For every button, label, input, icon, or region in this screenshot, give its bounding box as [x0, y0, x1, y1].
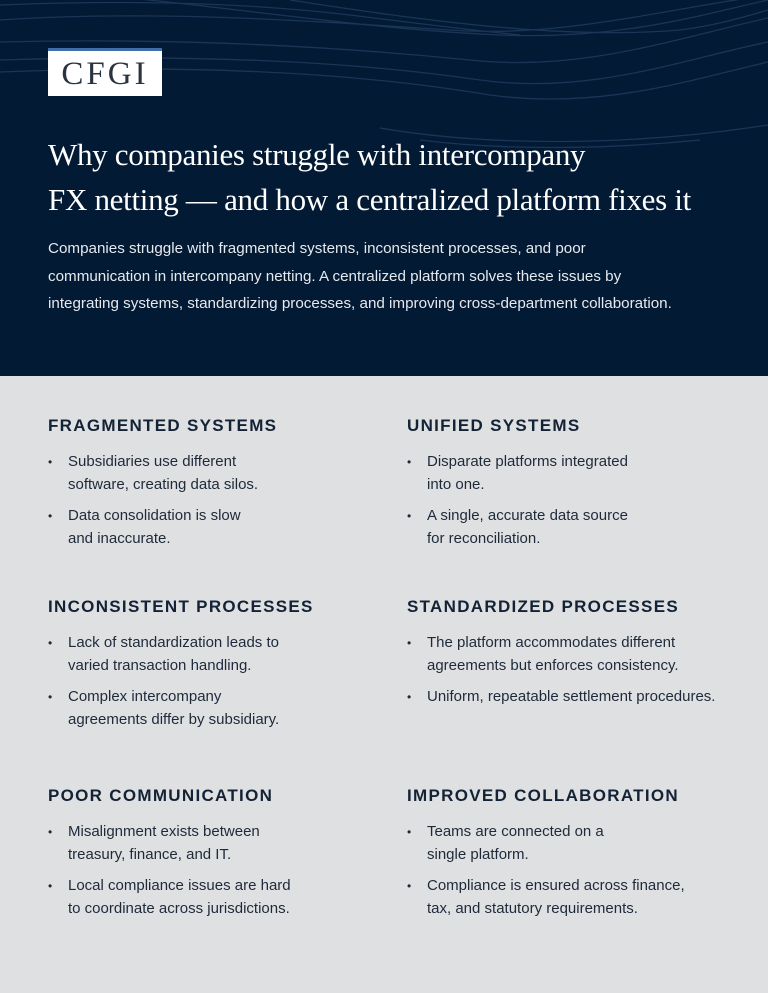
list-item: • Disparate platforms integrated into on… — [407, 451, 747, 496]
logo-text: CFGI — [61, 56, 149, 92]
list-item: • The platform accommodates different ag… — [407, 632, 747, 677]
list-item-text: agreements but enforces consistency. — [427, 656, 679, 674]
bullet-icon: • — [407, 509, 412, 523]
list-item-text: Local compliance issues are hard — [68, 877, 291, 894]
list-item-text: Uniform, repeatable settlement procedure… — [427, 688, 716, 705]
intro-line: Companies struggle with fragmented syste… — [48, 240, 586, 257]
bullet-icon: • — [48, 690, 53, 704]
title-line: FX netting — and how a centralized platf… — [48, 182, 691, 217]
section-heading: INCONSISTENT PROCESSES — [48, 597, 314, 616]
list-item-text: Lack of standardization leads to — [68, 634, 279, 651]
list-item: • Uniform, repeatable settlement procedu… — [407, 686, 747, 709]
bullet-icon: • — [48, 455, 53, 469]
list-item: • Misalignment exists between treasury, … — [48, 821, 388, 866]
bullet-icon: • — [48, 509, 53, 523]
bullet-icon: • — [48, 636, 53, 650]
bullet-icon: • — [48, 825, 53, 839]
section-inconsistent-processes: INCONSISTENT PROCESSES • Lack of standar… — [48, 597, 388, 740]
page-title: Why companies struggle with intercompany… — [48, 132, 748, 222]
intro-line: integrating systems, standardizing proce… — [48, 295, 672, 312]
cfgi-logo: CFGI — [48, 48, 162, 96]
list-item-text: Subsidiaries use different — [68, 453, 237, 470]
list-item-text: agreements differ by subsidiary. — [68, 710, 280, 728]
bullet-list: • Teams are connected on a single platfo… — [407, 821, 747, 920]
list-item-text: Teams are connected on a — [427, 823, 604, 840]
list-item-text: Compliance is ensured across finance, — [427, 877, 685, 894]
section-heading: FRAGMENTED SYSTEMS — [48, 416, 278, 435]
section-heading: POOR COMMUNICATION — [48, 786, 274, 805]
bullet-list: • Misalignment exists between treasury, … — [48, 821, 388, 920]
section-poor-communication: POOR COMMUNICATION • Misalignment exists… — [48, 786, 388, 929]
list-item-text: into one. — [427, 475, 485, 493]
title-line: Why companies struggle with intercompany — [48, 137, 586, 172]
list-item: • A single, accurate data source for rec… — [407, 505, 747, 550]
intro-line: communication in intercompany netting. A… — [48, 267, 622, 285]
list-item: • Lack of standardization leads to varie… — [48, 632, 388, 677]
section-standardized-processes: STANDARDIZED PROCESSES • The platform ac… — [407, 597, 747, 718]
bullet-icon: • — [48, 879, 53, 893]
list-item-text: to coordinate across jurisdictions. — [68, 899, 290, 917]
list-item-text: treasury, finance, and IT. — [68, 845, 232, 863]
bullet-list: • The platform accommodates different ag… — [407, 632, 747, 709]
list-item-text: for reconciliation. — [427, 529, 541, 547]
section-heading: IMPROVED COLLABORATION — [407, 786, 679, 805]
hero-banner: CFGI Why companies struggle with interco… — [0, 0, 768, 376]
list-item: • Compliance is ensured across finance, … — [407, 875, 747, 920]
list-item: • Teams are connected on a single platfo… — [407, 821, 747, 866]
section-improved-collaboration: IMPROVED COLLABORATION • Teams are conne… — [407, 786, 747, 929]
list-item-text: Complex intercompany — [68, 688, 222, 705]
bullet-icon: • — [407, 879, 412, 893]
bullet-list: • Lack of standardization leads to varie… — [48, 632, 388, 731]
list-item-text: Disparate platforms integrated — [427, 453, 628, 470]
intro-paragraph: Companies struggle with fragmented syste… — [48, 235, 738, 318]
list-item-text: single platform. — [427, 845, 529, 863]
bullet-list: • Subsidiaries use different software, c… — [48, 451, 388, 550]
list-item-text: Data consolidation is slow — [68, 507, 241, 524]
list-item: • Complex intercompany agreements differ… — [48, 686, 388, 731]
bullet-icon: • — [407, 636, 412, 650]
section-fragmented-systems: FRAGMENTED SYSTEMS • Subsidiaries use di… — [48, 416, 388, 559]
list-item: • Data consolidation is slow and inaccur… — [48, 505, 388, 550]
list-item-text: and inaccurate. — [68, 529, 171, 547]
section-unified-systems: UNIFIED SYSTEMS • Disparate platforms in… — [407, 416, 747, 559]
section-heading: UNIFIED SYSTEMS — [407, 416, 581, 435]
list-item-text: The platform accommodates different — [427, 634, 676, 651]
bullet-icon: • — [407, 825, 412, 839]
list-item-text: A single, accurate data source — [427, 507, 628, 524]
list-item-text: varied transaction handling. — [68, 656, 252, 674]
list-item-text: tax, and statutory requirements. — [427, 899, 638, 917]
bullet-icon: • — [407, 690, 412, 704]
list-item: • Subsidiaries use different software, c… — [48, 451, 388, 496]
list-item: • Local compliance issues are hard to co… — [48, 875, 388, 920]
section-heading: STANDARDIZED PROCESSES — [407, 597, 679, 616]
bullet-icon: • — [407, 455, 412, 469]
bullet-list: • Disparate platforms integrated into on… — [407, 451, 747, 550]
list-item-text: Misalignment exists between — [68, 823, 260, 840]
list-item-text: software, creating data silos. — [68, 475, 259, 493]
